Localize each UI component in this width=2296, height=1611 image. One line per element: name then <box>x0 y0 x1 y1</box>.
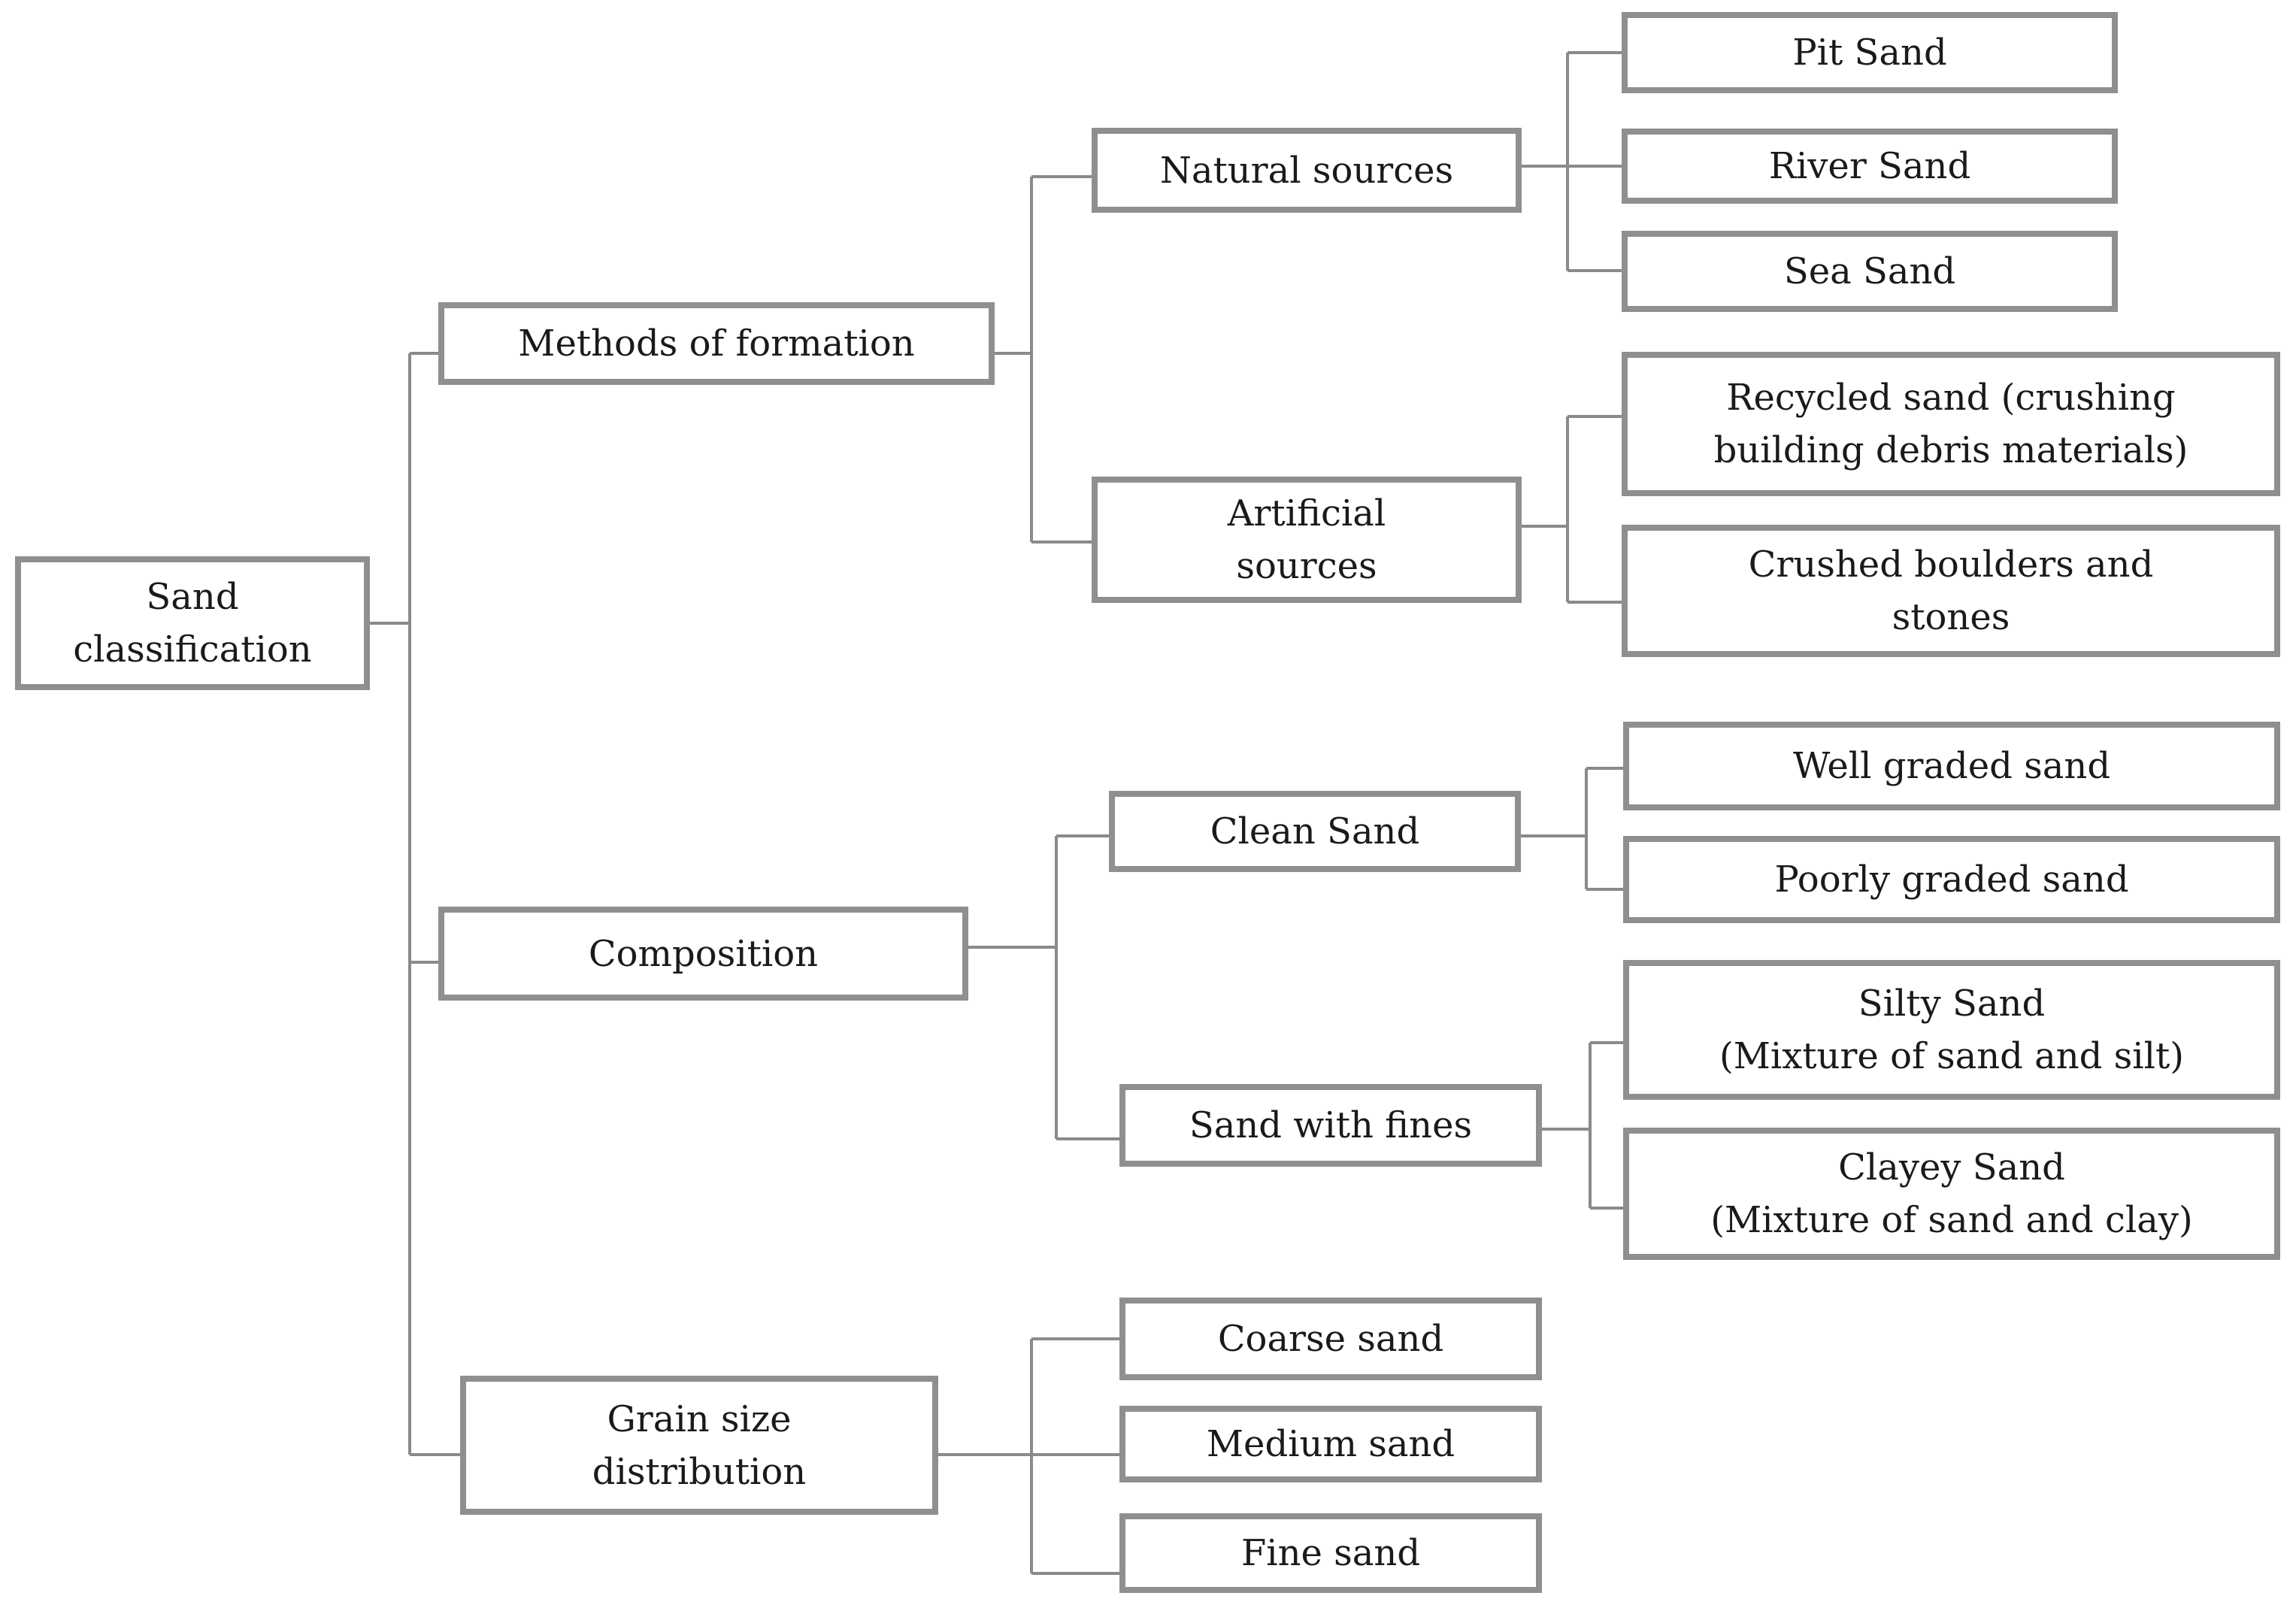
root-node-sand-classification: Sand classification <box>15 556 370 690</box>
node-clean-sand: Clean Sand <box>1109 791 1521 872</box>
river-sand-label: River Sand <box>1768 145 1971 187</box>
node-grain-size-distribution: Grain size distribution <box>460 1376 938 1515</box>
sea-sand-label: Sea Sand <box>1783 250 1956 292</box>
recycled-sand-label-line-1: Recycled sand (crushing <box>1726 377 2176 419</box>
node-poorly-graded-sand: Poorly graded sand <box>1623 836 2280 923</box>
pit-sand-label: Pit Sand <box>1792 32 1947 74</box>
natural-sources-label: Natural sources <box>1159 149 1454 192</box>
root-label-line-1: Sand <box>146 576 239 618</box>
node-pit-sand: Pit Sand <box>1622 12 2118 93</box>
node-artificial-sources: Artificial sources <box>1092 477 1522 603</box>
node-well-graded-sand: Well graded sand <box>1623 722 2280 810</box>
silty-sand-label-line-2: (Mixture of sand and silt) <box>1719 1035 2185 1077</box>
node-fine-sand: Fine sand <box>1119 1513 1542 1593</box>
node-river-sand: River Sand <box>1622 129 2118 204</box>
node-natural-sources: Natural sources <box>1092 128 1522 213</box>
silty-sand-label-line-1: Silty Sand <box>1858 983 2046 1025</box>
crushed-boulders-label-line-1: Crushed boulders and <box>1748 544 2154 586</box>
node-silty-sand: Silty Sand (Mixture of sand and silt) <box>1623 960 2280 1100</box>
node-sea-sand: Sea Sand <box>1622 231 2118 312</box>
node-medium-sand: Medium sand <box>1119 1406 1542 1482</box>
clayey-sand-label-line-2: (Mixture of sand and clay) <box>1710 1199 2193 1241</box>
medium-sand-label: Medium sand <box>1206 1423 1455 1465</box>
methods-of-formation-label: Methods of formation <box>518 323 915 365</box>
artificial-sources-label-line-1: Artificial <box>1227 492 1386 534</box>
sand-with-fines-label: Sand with fines <box>1189 1104 1473 1146</box>
composition-label: Composition <box>588 932 819 975</box>
root-label-line-2: classification <box>73 628 312 671</box>
clean-sand-label: Clean Sand <box>1210 810 1420 852</box>
node-crushed-boulders: Crushed boulders and stones <box>1622 525 2280 657</box>
clayey-sand-label-line-1: Clayey Sand <box>1838 1146 2065 1189</box>
node-recycled-sand: Recycled sand (crushing building debris … <box>1622 352 2280 496</box>
node-coarse-sand: Coarse sand <box>1119 1298 1542 1380</box>
node-composition: Composition <box>438 907 968 1001</box>
coarse-sand-label: Coarse sand <box>1217 1318 1444 1360</box>
grain-size-label-line-1: Grain size <box>607 1398 792 1440</box>
node-clayey-sand: Clayey Sand (Mixture of sand and clay) <box>1623 1128 2280 1260</box>
node-sand-with-fines: Sand with fines <box>1119 1084 1542 1167</box>
poorly-graded-sand-label: Poorly graded sand <box>1774 858 2129 901</box>
well-graded-sand-label: Well graded sand <box>1792 745 2111 787</box>
node-methods-of-formation: Methods of formation <box>438 302 995 385</box>
grain-size-label-line-2: distribution <box>592 1450 807 1493</box>
crushed-boulders-label-line-2: stones <box>1892 596 2010 638</box>
fine-sand-label: Fine sand <box>1240 1532 1421 1574</box>
artificial-sources-label-line-2: sources <box>1236 545 1377 587</box>
recycled-sand-label-line-2: building debris materials) <box>1713 429 2188 471</box>
